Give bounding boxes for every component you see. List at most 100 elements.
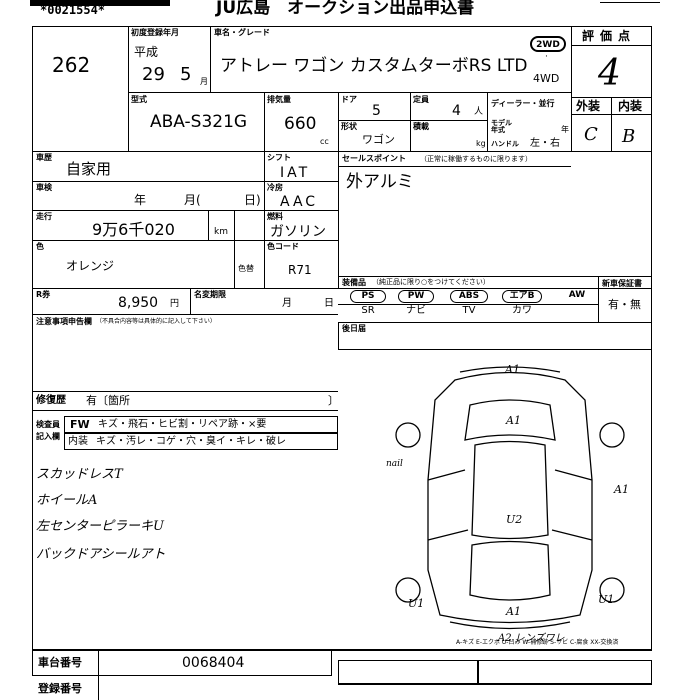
warranty-value: 有・無 xyxy=(608,298,641,311)
repair-label: 修復歴 xyxy=(36,395,66,406)
interior-label: 内装 xyxy=(618,99,643,113)
capacity-label: 定員 xyxy=(413,95,429,104)
car-damage-diagram xyxy=(395,366,625,630)
footer-right-box-1 xyxy=(338,660,478,684)
color-code: R71 xyxy=(288,263,312,277)
steering: 左・右 xyxy=(530,138,560,149)
divider xyxy=(338,166,571,167)
handwritten-note-3: 左センターピラーキU xyxy=(36,519,164,534)
exterior-label: 外装 xyxy=(576,99,601,113)
recycle-label: R券 xyxy=(36,290,51,299)
era: 平成 xyxy=(134,45,159,59)
shape-label: 形状 xyxy=(341,122,357,131)
divider xyxy=(338,120,487,121)
mark-right: A1 xyxy=(614,483,629,496)
divider xyxy=(32,650,652,651)
mark-rear: A1 xyxy=(506,605,521,618)
model-year-label: モデル年式 xyxy=(491,119,512,134)
mileage-label: 走行 xyxy=(36,212,52,221)
grade-score: 4 xyxy=(598,53,621,94)
sales-point-label: セールスポイント xyxy=(342,154,406,163)
capacity: 4 xyxy=(452,103,461,119)
divider xyxy=(208,210,209,240)
sales-point-note: （正常に稼働するものに限ります） xyxy=(420,155,532,163)
grade-label: 評価点 xyxy=(582,29,637,43)
model-year-unit: 年 xyxy=(561,125,569,134)
fuel-label: 燃料 xyxy=(267,212,283,221)
recycle-fee: 8,950 xyxy=(118,295,159,311)
drive-2wd-circled: 2WD xyxy=(530,36,566,52)
divider xyxy=(338,304,598,305)
equip-leather: カワ xyxy=(512,305,532,316)
interior-grade: B xyxy=(622,126,636,147)
displacement: 660 xyxy=(284,114,317,134)
ac-label: 冷房 xyxy=(267,183,283,192)
equip-airbag: エアB xyxy=(502,290,542,303)
recycle-unit: 円 xyxy=(170,299,180,309)
name-change-month: 月 xyxy=(282,298,292,309)
notes-note: （不具合内容等は具体的に記入して下さい） xyxy=(96,318,216,325)
int-label: 内装 xyxy=(68,436,88,447)
drive-dot: · xyxy=(545,52,548,62)
steering-label: ハンドル xyxy=(491,140,519,148)
equip-ps: PS xyxy=(350,290,386,303)
fw-items: キズ・飛石・ヒビ割・リペア跡・×要 xyxy=(98,419,267,430)
repair-close: 〕 xyxy=(328,394,339,407)
mileage-unit: km xyxy=(214,227,228,237)
mileage: 9万6千020 xyxy=(92,220,175,239)
inspector-label-2: 記入欄 xyxy=(36,432,60,441)
reg-year: 29 xyxy=(142,64,165,85)
equip-abs: ABS xyxy=(450,290,488,303)
damage-legend: A-キズ E-エクボ U-凹み W-補修跡 S-サビ C-腐食 XX-交換済 xyxy=(456,639,619,646)
divider xyxy=(338,684,652,685)
load-label: 積載 xyxy=(413,122,429,131)
divider xyxy=(32,240,338,241)
shift-label: シフト xyxy=(267,153,291,162)
top-black-band xyxy=(30,0,170,6)
divider xyxy=(487,92,488,151)
chassis-number: 0068404 xyxy=(182,655,245,671)
color-code-label: 色コード xyxy=(267,242,299,251)
ac-value: AAC xyxy=(280,194,319,210)
mark-front: A1 xyxy=(505,363,520,376)
inspector-label-1: 検査員 xyxy=(36,420,60,429)
doors: 5 xyxy=(372,103,381,119)
nail-note: nail xyxy=(386,459,403,469)
divider xyxy=(338,151,339,288)
capacity-unit: 人 xyxy=(474,107,484,117)
divider xyxy=(571,26,572,151)
equip-navi: ナビ xyxy=(406,305,426,316)
model-code: ABA-S321G xyxy=(150,112,248,132)
model-label: 型式 xyxy=(131,95,147,104)
divider xyxy=(32,391,338,392)
notes-label: 注意事項申告欄 xyxy=(36,317,92,326)
name-change-label: 名変期限 xyxy=(194,290,226,299)
divider xyxy=(32,410,338,411)
history-value: 自家用 xyxy=(66,160,112,178)
divider xyxy=(598,276,599,322)
equip-aw: AW xyxy=(568,290,586,300)
name-change-day: 日 xyxy=(324,298,334,309)
int-row xyxy=(64,433,338,450)
footer-right-box-2 xyxy=(478,660,652,684)
displacement-unit: cc xyxy=(320,137,329,146)
shift-value: IAT xyxy=(280,165,311,181)
equip-pw: PW xyxy=(398,290,434,303)
divider xyxy=(234,240,235,288)
history-label: 車歴 xyxy=(36,153,52,162)
divider xyxy=(338,276,652,277)
int-items: キズ・汚レ・コゲ・穴・臭イ・キレ・破レ xyxy=(96,436,286,447)
equipment-label: 装備品 xyxy=(342,278,366,287)
mark-right-rear: U1 xyxy=(598,593,615,606)
mark-lens: A2 レンズワレ xyxy=(498,633,565,644)
lot-number: 262 xyxy=(52,53,91,77)
later-delivery-label: 後日届 xyxy=(342,324,366,333)
divider xyxy=(32,210,338,211)
divider xyxy=(210,26,211,92)
fw-row xyxy=(64,416,338,433)
equip-tv: TV xyxy=(462,305,476,316)
divider xyxy=(190,288,191,314)
car-name-label: 車名・グレード xyxy=(214,28,270,37)
divider xyxy=(32,151,652,152)
